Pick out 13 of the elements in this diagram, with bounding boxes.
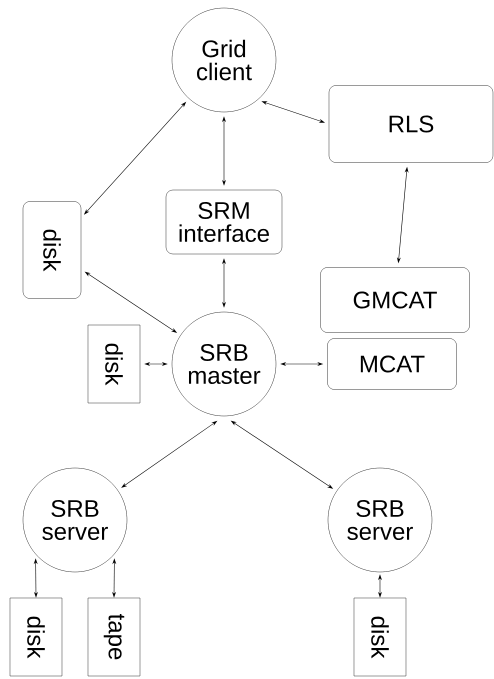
rounded-box: RLS (328, 85, 494, 163)
storage-box: disk (354, 598, 406, 676)
rounded-box: SRM interface (166, 190, 282, 254)
storage-box: disk (10, 598, 62, 676)
rounded-box: disk (22, 201, 82, 299)
storage-box: tape (88, 598, 140, 676)
circle-node: SRB server (328, 468, 432, 572)
rounded-box: MCAT (327, 338, 457, 390)
rounded-box: GMCAT (320, 267, 470, 333)
storage-box: disk (88, 324, 140, 404)
circle-node: Grid client (172, 8, 276, 112)
circle-node: SRB server (22, 468, 128, 572)
circle-node: SRB master (172, 312, 276, 416)
